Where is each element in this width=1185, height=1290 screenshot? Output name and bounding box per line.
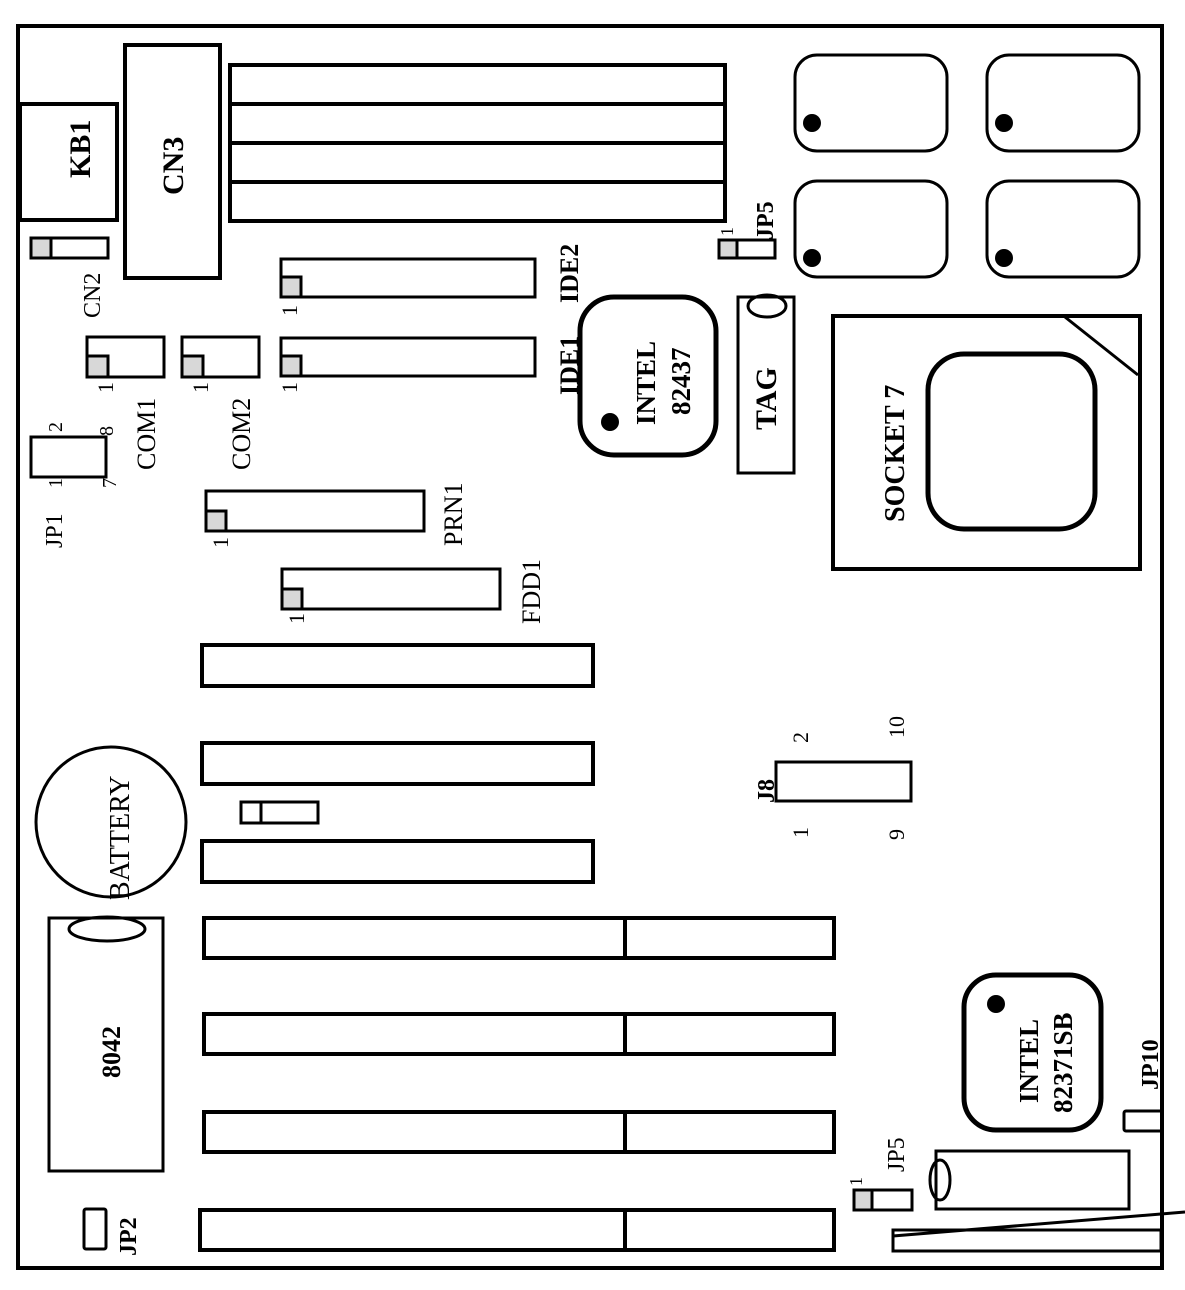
- cache-chip: [985, 179, 1141, 279]
- kb1-label: KB1: [64, 120, 97, 178]
- jp1-label: JP1: [42, 513, 68, 548]
- socket-7: [831, 314, 1142, 571]
- pin1-marker: [717, 238, 739, 260]
- fdd1-pin1-label: 1: [284, 613, 309, 624]
- expansion-slot-long: [202, 916, 836, 960]
- fdd1-label: FDD1: [517, 559, 546, 624]
- kbc-label: 8042: [97, 1026, 126, 1078]
- j8-header: [774, 760, 913, 803]
- chip-orientation-dot: [601, 413, 619, 431]
- cn3-connector: [123, 43, 222, 280]
- pin1-marker: [29, 236, 53, 260]
- pin1-marker: [85, 354, 110, 379]
- prn1-header: [204, 489, 426, 533]
- jp10-label: JP10: [1138, 1039, 1164, 1090]
- expansion-slot-short: [200, 643, 595, 688]
- bios-notch: [928, 1158, 952, 1202]
- ide1-pin1-label: 1: [277, 382, 302, 393]
- com2-header: [180, 335, 261, 379]
- cn2-jumper: [29, 236, 110, 260]
- ide2-header: [279, 257, 537, 299]
- cpu-outline: [925, 351, 1098, 532]
- jp5-top-jumper: [717, 238, 777, 260]
- pin1-marker: [852, 1188, 874, 1212]
- com1-pin1-label: 1: [93, 382, 118, 393]
- ide2-pin1-label: 1: [277, 305, 302, 316]
- kb1-connector: [18, 102, 119, 222]
- pin1-marker: [280, 587, 304, 611]
- com1-label: COM1: [132, 398, 161, 470]
- com2-label: COM2: [227, 398, 256, 470]
- pin1-marker: [279, 275, 303, 299]
- pin1-marker: [180, 354, 205, 379]
- cache-chip: [793, 179, 949, 279]
- chip-orientation-dot: [987, 995, 1005, 1013]
- tag-ram-chip: [736, 295, 796, 475]
- chip-orientation-dot: [995, 114, 1013, 132]
- battery-label: BATTERY: [105, 776, 136, 900]
- j8-pin1-label: 1: [788, 827, 813, 838]
- socket-label: SOCKET 7: [880, 385, 911, 522]
- jp5-top-label: JP5: [753, 201, 779, 240]
- jp5-bottom-label: JP5: [884, 1137, 910, 1172]
- chip-orientation-dot: [803, 249, 821, 267]
- expansion-slot-long: [198, 1208, 836, 1252]
- jp5-bottom-pin1-label: 1: [846, 1177, 866, 1186]
- ide2-label: IDE2: [555, 244, 584, 303]
- com1-header: [85, 335, 166, 379]
- battery: [34, 745, 188, 899]
- jp5-bottom-jumper: [852, 1188, 914, 1212]
- j8-label: J8: [754, 779, 780, 803]
- pin1-marker: [204, 509, 228, 533]
- jp2-jumper: [82, 1207, 108, 1251]
- pointer-line: [892, 1210, 1185, 1238]
- tag-notch: [746, 293, 788, 319]
- expansion-slot-long: [202, 1012, 836, 1056]
- cn3-label: CN3: [157, 137, 190, 195]
- kbc-notch: [67, 915, 147, 943]
- prn1-pin1-label: 1: [208, 537, 233, 548]
- j8-pin10-label: 10: [884, 716, 909, 738]
- intel-82437-line1: INTEL: [631, 341, 661, 425]
- chip-orientation-dot: [803, 114, 821, 132]
- jp1-pin8-label: 8: [96, 426, 118, 436]
- intel-82437-chip: [577, 294, 719, 458]
- ide1-header: [279, 336, 537, 378]
- jp1-pin7-label: 7: [99, 478, 121, 488]
- jp1-jumper: [29, 435, 108, 479]
- jp2-label: JP2: [116, 1217, 142, 1256]
- intel-82371sb-chip: [961, 972, 1104, 1133]
- intel-82371sb-line1: INTEL: [1014, 1019, 1044, 1103]
- intel-82437-line2: 82437: [666, 348, 696, 416]
- bios-chip: [934, 1149, 1131, 1211]
- expansion-slot-short: [200, 839, 595, 884]
- jp1-pin1-label: 1: [45, 478, 67, 488]
- long-slots: [198, 916, 836, 1252]
- board-outline: [16, 24, 1164, 1270]
- edge-connector: [891, 1228, 1163, 1253]
- battery-jumper: [239, 800, 320, 825]
- jp10-jumper: [1122, 1109, 1164, 1133]
- com2-pin1-label: 1: [188, 382, 213, 393]
- j8-pin2-label: 2: [788, 732, 813, 743]
- jp1-pin2-label: 2: [45, 422, 67, 432]
- intel-82371sb-line2: 82371SB: [1048, 1012, 1078, 1113]
- expansion-slot-short: [200, 741, 595, 786]
- prn1-label: PRN1: [439, 482, 468, 546]
- pin1-marker: [279, 354, 303, 378]
- tag-label: TAG: [750, 367, 783, 430]
- simm-slots: [228, 63, 727, 223]
- pin1-corner-mark: [1064, 315, 1139, 377]
- cache-chip: [793, 53, 949, 153]
- cache-chips: [793, 53, 1141, 279]
- cache-chip: [985, 53, 1141, 153]
- cn2-label: CN2: [80, 273, 106, 318]
- fdd1-header: [280, 567, 502, 611]
- jp5-top-pin1-label: 1: [717, 227, 737, 236]
- expansion-slot-long: [202, 1110, 836, 1154]
- j8-pin9-label: 9: [884, 829, 909, 840]
- chip-orientation-dot: [995, 249, 1013, 267]
